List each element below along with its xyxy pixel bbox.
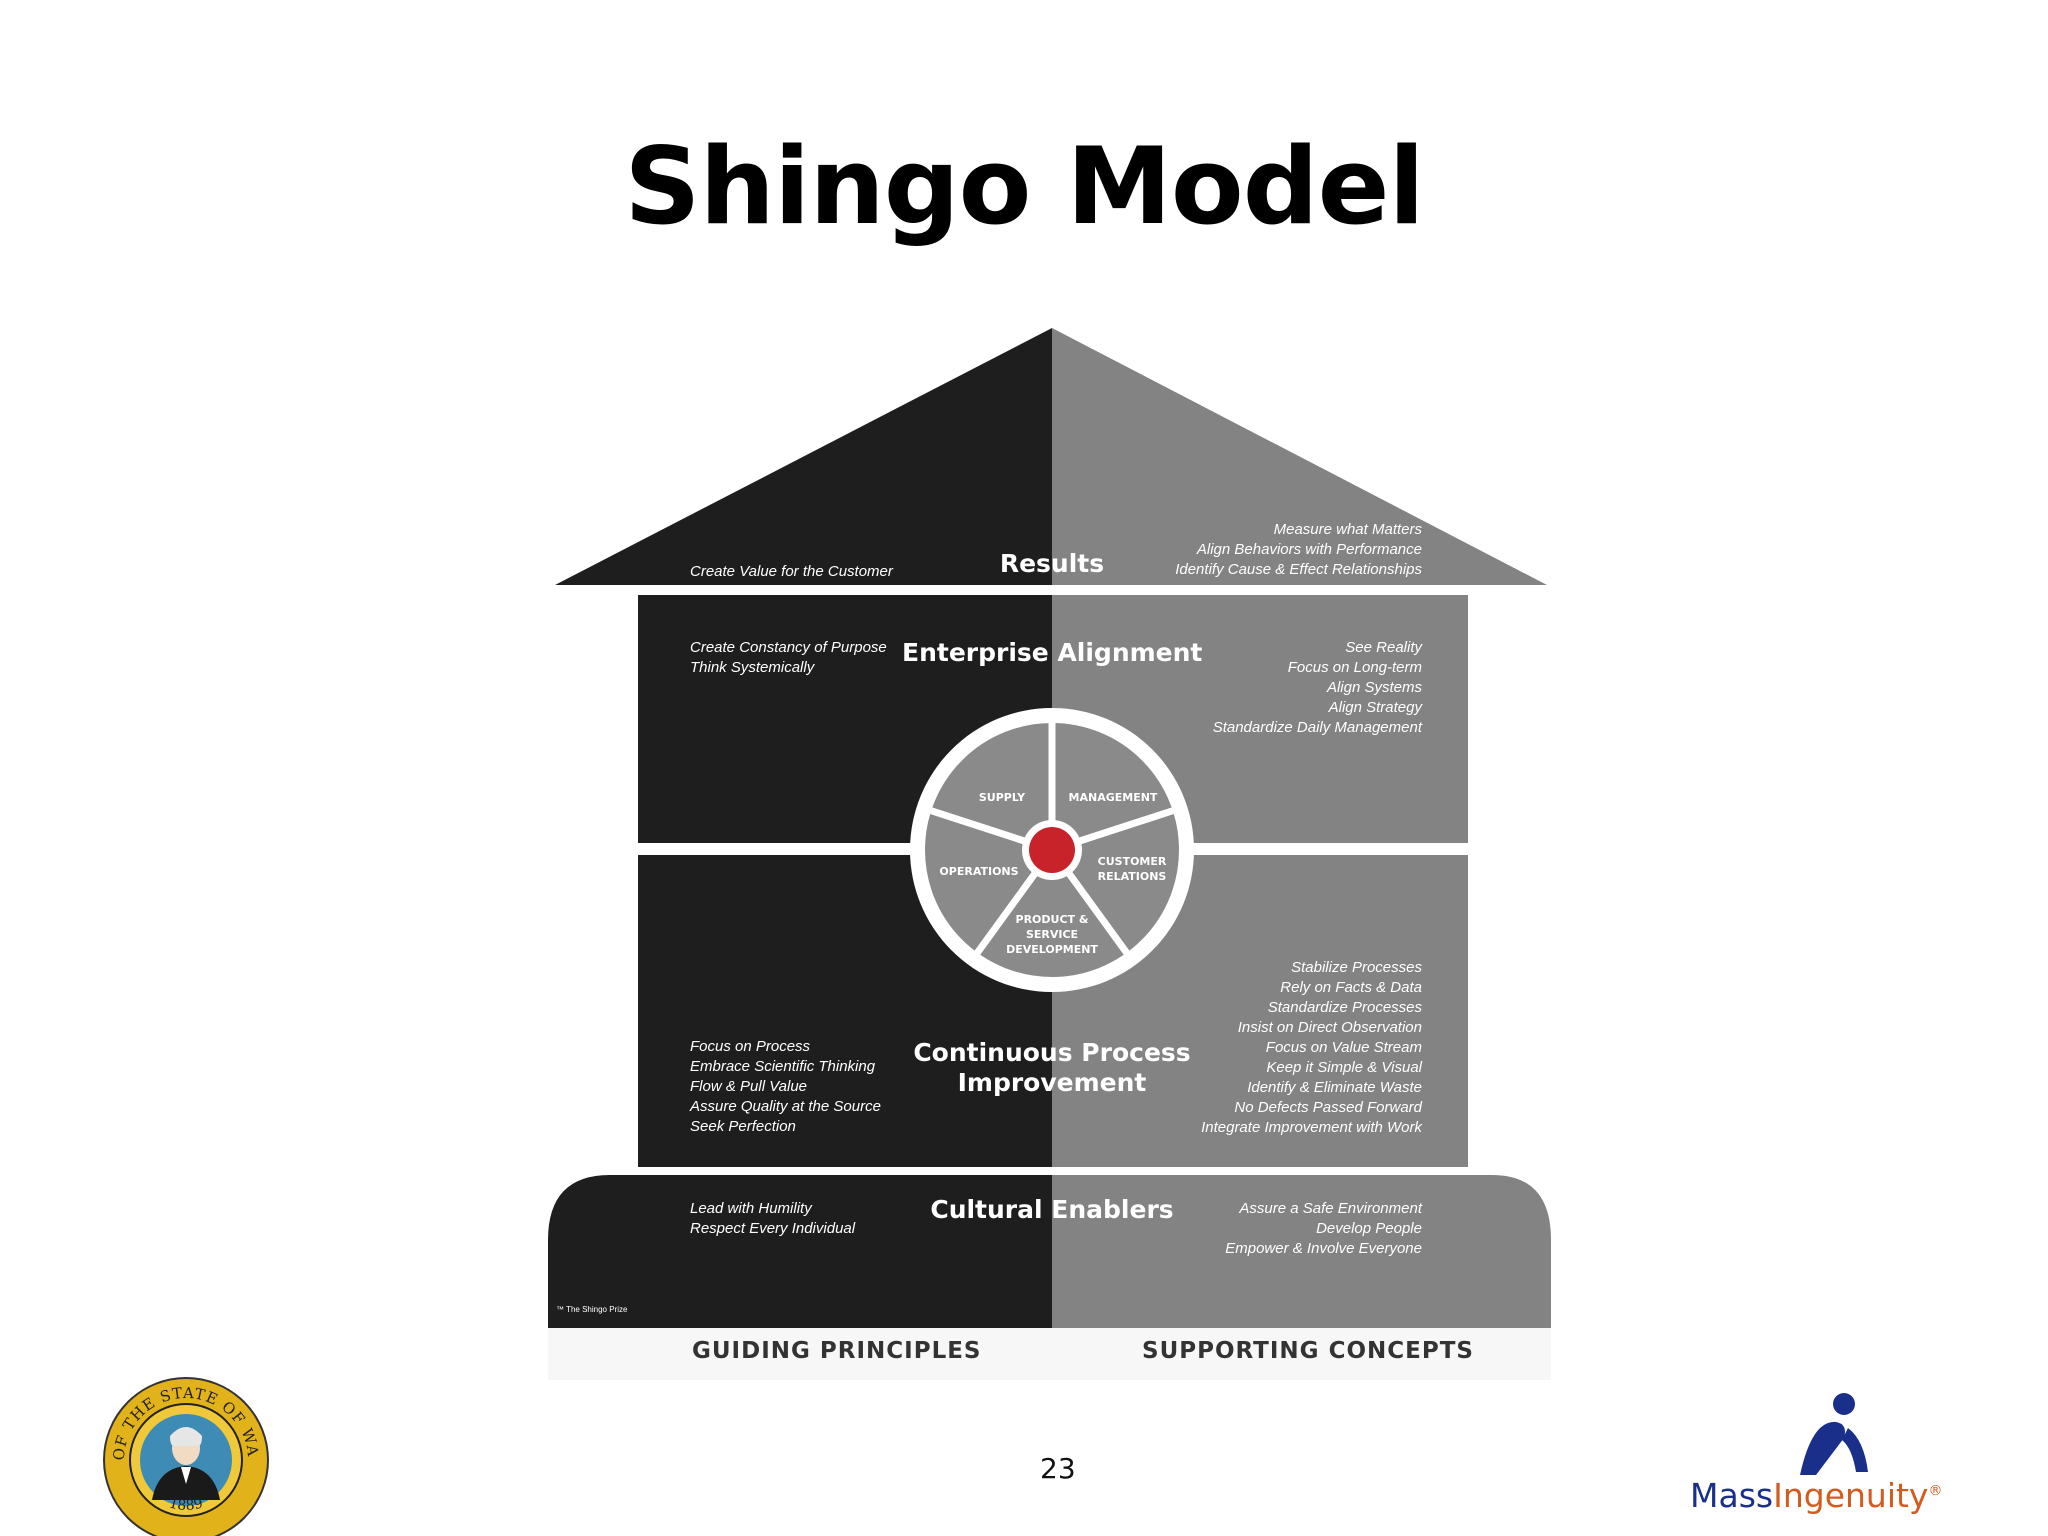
cultural-enablers-heading: Cultural Enablers <box>930 1195 1174 1224</box>
wheel-segment-supply: SUPPLY <box>978 791 1026 804</box>
page-title: Shingo Model <box>624 125 1425 248</box>
enablers-principles: Lead with Humility Respect Every Individ… <box>690 1200 856 1237</box>
results-concepts: Measure what Matters Align Behaviors wit… <box>1175 521 1422 578</box>
mass-ingenuity-wordmark: MassIngenuity® <box>1690 1476 1943 1515</box>
trademark-note: ™ The Shingo Prize <box>556 1305 628 1314</box>
wheel-segment-management: MANAGEMENT <box>1068 791 1158 804</box>
wheel <box>910 708 1194 992</box>
mass-ingenuity-logo-icon <box>1800 1393 1868 1475</box>
wheel-segment-operations: OPERATIONS <box>939 865 1019 878</box>
alignment-principles: Create Constancy of Purpose Think System… <box>690 639 887 676</box>
washington-seal: THE SEAL OF THE STATE OF WASHINGTON 1889 <box>0 0 269 1536</box>
wheel-segment-product-service: PRODUCT & SERVICE DEVELOPMENT <box>1006 913 1098 956</box>
base-band <box>548 1328 1551 1380</box>
improvement-concepts: Stabilize Processes Rely on Facts & Data… <box>1201 959 1422 1136</box>
enterprise-alignment-heading: Enterprise Alignment <box>902 638 1203 667</box>
supporting-concepts-label: SUPPORTING CONCEPTS <box>1142 1338 1474 1364</box>
enablers-concepts: Assure a Safe Environment Develop People… <box>1225 1200 1422 1257</box>
guiding-principles-label: GUIDING PRINCIPLES <box>692 1338 982 1364</box>
alignment-concepts: See Reality Focus on Long-term Align Sys… <box>1212 639 1422 736</box>
improvement-principles: Focus on Process Embrace Scientific Thin… <box>690 1038 881 1135</box>
wheel-hub-core <box>1029 827 1075 873</box>
svg-text:1889: 1889 <box>167 1495 204 1514</box>
wheel-segment-customer-relations: CUSTOMER RELATIONS <box>1097 855 1167 883</box>
results-heading: Results <box>999 549 1105 578</box>
svg-text:THE SEAL OF THE STATE OF WASHI: THE SEAL OF THE STATE OF WASHINGTON <box>0 0 262 1461</box>
continuous-improvement-heading: Continuous Process Improvement <box>913 1038 1191 1097</box>
foundation-right <box>1052 1175 1551 1328</box>
page-number: 23 <box>1040 1452 1076 1485</box>
roof-left <box>555 328 1052 585</box>
results-principles: Create Value for the Customer <box>690 563 893 580</box>
roof-right <box>1052 328 1547 585</box>
foundation-left <box>548 1175 1052 1328</box>
